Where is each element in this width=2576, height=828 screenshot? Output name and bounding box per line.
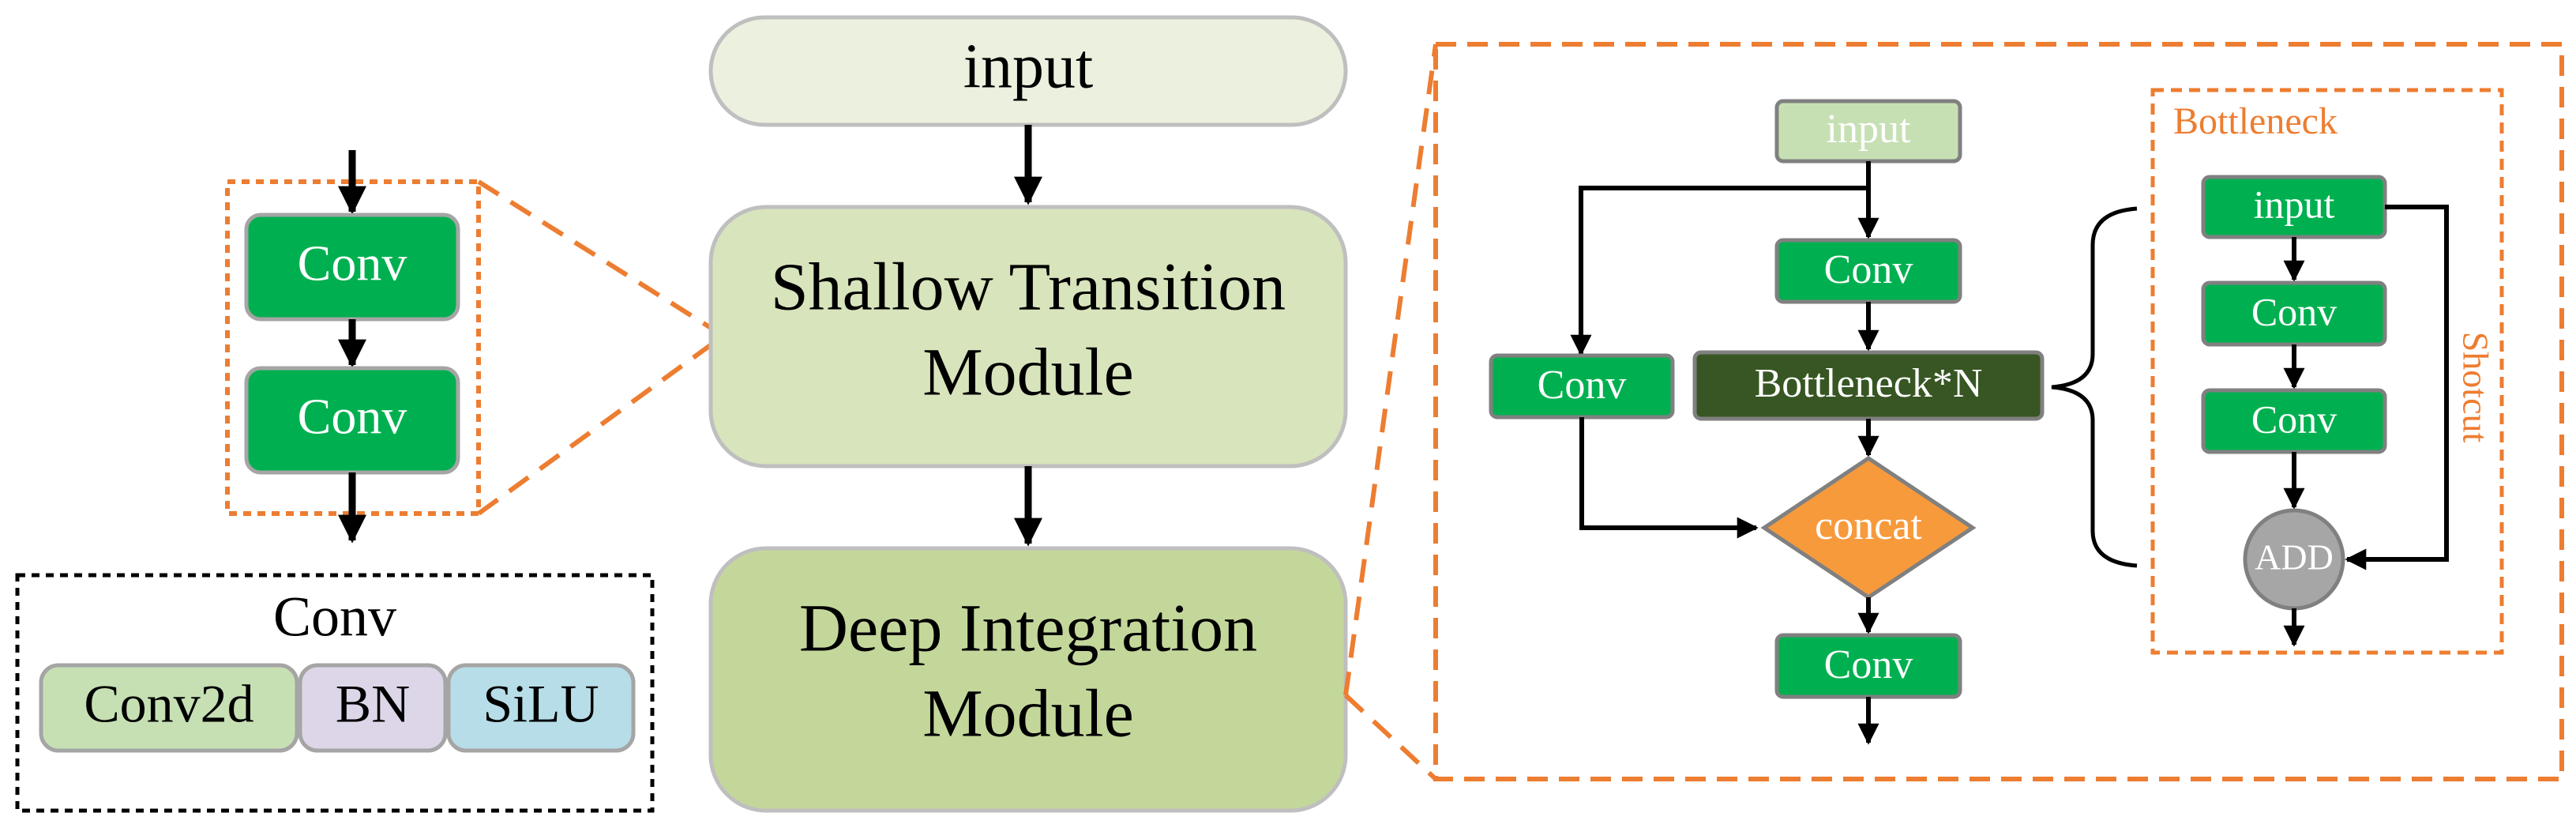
shallow-label-line2: Module: [922, 334, 1134, 410]
zoom-line-right-top: [1343, 43, 1438, 696]
detail-arrow-side-concat: [1579, 417, 1759, 539]
deep-label-line1: Deep Integration: [799, 590, 1257, 666]
bottleneck-conv1-label: Conv: [2251, 289, 2337, 333]
legend-title: Conv: [273, 585, 396, 649]
detail-dashed-box: [1433, 42, 2564, 781]
left-conv-bottom-label: Conv: [298, 389, 407, 445]
left-conv-stack: Conv Conv: [225, 150, 481, 544]
legend-silu-label: SiLU: [483, 674, 599, 734]
bottleneck-title: Bottleneck: [2173, 100, 2338, 142]
legend-silu-box: [446, 663, 636, 753]
zoom-line-top: [477, 179, 725, 338]
legend-bn-label: BN: [336, 674, 410, 734]
detail-panel: input Conv Conv Bottleneck*N concat Conv: [1433, 42, 2564, 781]
left-conv-top-label: Conv: [298, 235, 407, 292]
detail-branch-side: [1570, 186, 1868, 356]
bottleneck-conv2-label: Conv: [2251, 397, 2337, 441]
detail-curly-brace: [2051, 206, 2138, 568]
shallow-label-line1: Shallow Transition: [771, 249, 1286, 325]
legend-conv2d-box: [39, 663, 299, 753]
bottleneck-shortcut-path: [2345, 205, 2449, 570]
detail-conv-main-label: Conv: [1824, 247, 1913, 292]
bottleneck-shortcut-label: Shotcut: [2455, 332, 2495, 443]
bottleneck-add-label: ADD: [2255, 537, 2334, 578]
detail-input-label: input: [1827, 107, 1911, 152]
bottleneck-panel: Bottleneck input Conv Conv ADD Shotcut: [2150, 88, 2504, 655]
zoom-line-right-bottom: [1343, 693, 1438, 781]
left-dashed-box: [225, 179, 481, 516]
center-column: input Shallow Transition Module Deep Int…: [708, 15, 1348, 813]
detail-concat-label: concat: [1815, 503, 1922, 548]
detail-conv-side-label: Conv: [1538, 363, 1627, 408]
detail-conv-out-label: Conv: [1824, 642, 1913, 687]
bottleneck-input-label: input: [2254, 182, 2335, 226]
conv-legend: Conv Conv2d BN SiLU: [15, 573, 655, 813]
center-input-label: input: [963, 32, 1093, 101]
legend-bn-box: [298, 663, 448, 753]
bottleneck-dashed-box: [2150, 88, 2504, 655]
legend-dashed-box: [15, 573, 655, 813]
zoom-line-bottom: [477, 333, 725, 516]
detail-bottleneck-n-label: Bottleneck*N: [1755, 361, 1983, 406]
legend-conv2d-label: Conv2d: [84, 674, 253, 734]
deep-label-line2: Module: [922, 676, 1134, 751]
